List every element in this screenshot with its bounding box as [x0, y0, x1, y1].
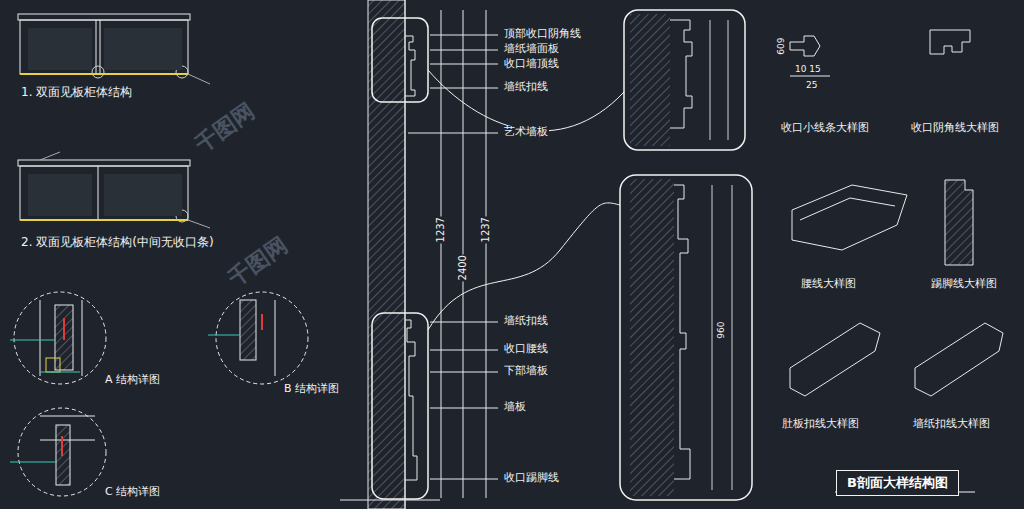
callout-label: 肚板扣线大样图	[781, 418, 860, 431]
dimension-text: 25	[805, 80, 818, 90]
callout-label: 2. 双面见板柜体结构(中间无收口条)	[20, 236, 215, 250]
dimension-text: 1237	[480, 216, 492, 243]
callout-label: 墙纸墙面板	[503, 43, 560, 56]
callout-label: B 结构详图	[283, 383, 340, 396]
callout-label: 墙纸扣线	[503, 81, 549, 94]
callout-label: 顶部收口阴角线	[503, 28, 582, 41]
callout-label: 墙板	[503, 401, 527, 414]
watermark: 千图网	[190, 98, 260, 158]
callout-label: 下部墙板	[503, 365, 549, 378]
dimension-text: 609	[777, 36, 787, 55]
callout-label: 踢脚线大样图	[930, 278, 998, 291]
callout-label: 墙纸扣线大样图	[912, 418, 991, 431]
callout-label: 艺术墙板	[503, 126, 549, 139]
callout-label: 收口阴角线大样图	[910, 122, 1000, 135]
callout-label: 收口墙顶线	[503, 58, 560, 71]
title-box: B剖面大样结构图	[836, 470, 959, 496]
callout-label: 1. 双面见板柜体结构	[20, 86, 133, 100]
callout-label: 收口腰线	[503, 343, 549, 356]
callout-label: C 结构详图	[104, 486, 161, 499]
drawing-title: B剖面大样结构图	[847, 474, 948, 492]
callout-label: 腰线大样图	[800, 278, 857, 291]
callout-label: 收口踢脚线	[503, 472, 560, 485]
callout-label: 收口小线条大样图	[780, 122, 870, 135]
dimension-text: 1237	[435, 216, 447, 243]
watermark: 千图网	[223, 232, 293, 292]
dimension-text: 960	[717, 320, 727, 339]
dimension-text: 10 15	[794, 64, 822, 74]
dimension-text: 2400	[457, 254, 469, 281]
callout-label: A 结构详图	[104, 374, 161, 387]
callout-label: 墙纸扣线	[503, 315, 549, 328]
